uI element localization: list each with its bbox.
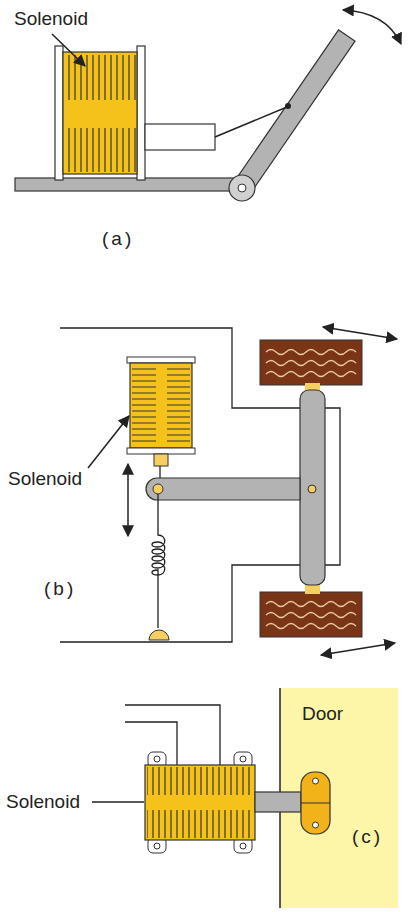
lever-assembly <box>15 10 401 201</box>
lever-assembly-part <box>64 55 136 100</box>
node-text: Door <box>302 703 404 725</box>
lever-assembly-part <box>285 103 291 109</box>
brake-assembly-part <box>149 630 169 640</box>
brake-assembly-part <box>146 478 300 500</box>
brake-assembly-part <box>127 464 129 536</box>
brake-assembly-part <box>167 365 190 446</box>
brake-assembly-part <box>154 454 168 466</box>
door-latch-assembly-part <box>147 767 253 795</box>
lever-assembly-part <box>64 128 136 172</box>
door-latch-assembly-part <box>240 756 246 762</box>
lever-assembly-part <box>137 46 145 180</box>
brake-assembly-part <box>325 408 340 565</box>
brake-assembly-part <box>130 363 192 448</box>
brake-assembly-part <box>321 643 395 655</box>
door-latch-assembly-part <box>154 843 160 849</box>
brake-assembly-part <box>153 484 163 494</box>
brake-assembly-part <box>260 592 362 637</box>
door-latch-assembly-part <box>145 765 255 840</box>
door-latch-assembly-part <box>255 792 301 812</box>
lever-assembly-part <box>215 107 287 137</box>
brake-assembly-part <box>132 365 156 446</box>
lever-assembly-part <box>229 175 255 201</box>
door-latch-assembly-part <box>313 778 319 784</box>
door-latch-assembly-part <box>147 810 253 838</box>
door-latch-assembly-part <box>125 705 220 765</box>
brake-assembly-part <box>159 466 160 478</box>
door-latch-assembly-part <box>154 756 160 762</box>
brake-assembly-part <box>308 485 316 493</box>
figure-caption: (a) <box>102 228 134 250</box>
lever-assembly-part <box>52 34 85 66</box>
part-label: Solenoid <box>6 791 80 813</box>
door-latch-assembly-part <box>301 803 330 804</box>
lever-assembly-part <box>145 124 215 150</box>
lever-assembly-part <box>55 46 63 180</box>
brake-assembly-part <box>260 340 362 385</box>
lever-assembly-part <box>63 52 137 174</box>
brake-assembly-part <box>88 416 129 468</box>
door-latch-assembly-part <box>240 843 246 849</box>
lever-assembly-part <box>234 30 355 194</box>
door-latch-assembly <box>92 688 398 908</box>
brake-assembly-part <box>127 448 195 454</box>
brake-assembly <box>60 327 397 655</box>
brake-assembly-part <box>323 327 397 339</box>
door-latch-assembly-part <box>313 822 319 828</box>
lever-assembly-part-part <box>234 30 355 194</box>
brake-assembly-part <box>127 357 195 363</box>
brake-assembly-part <box>266 602 356 629</box>
door-latch-assembly-part <box>92 801 144 803</box>
lever-assembly-part <box>238 184 246 192</box>
lever-assembly-part <box>343 10 401 44</box>
brake-assembly-part <box>300 390 325 585</box>
lever-assembly-part <box>15 178 240 191</box>
part-label: Solenoid <box>14 8 88 30</box>
door-panel: Door <box>280 688 404 908</box>
brake-assembly-part <box>152 494 165 628</box>
brake-assembly-part <box>266 350 356 377</box>
figure-caption: (b) <box>44 578 76 600</box>
figure-caption: (c) <box>352 826 383 848</box>
part-label: Solenoid <box>8 468 82 490</box>
door-latch-assembly-part <box>301 772 330 834</box>
